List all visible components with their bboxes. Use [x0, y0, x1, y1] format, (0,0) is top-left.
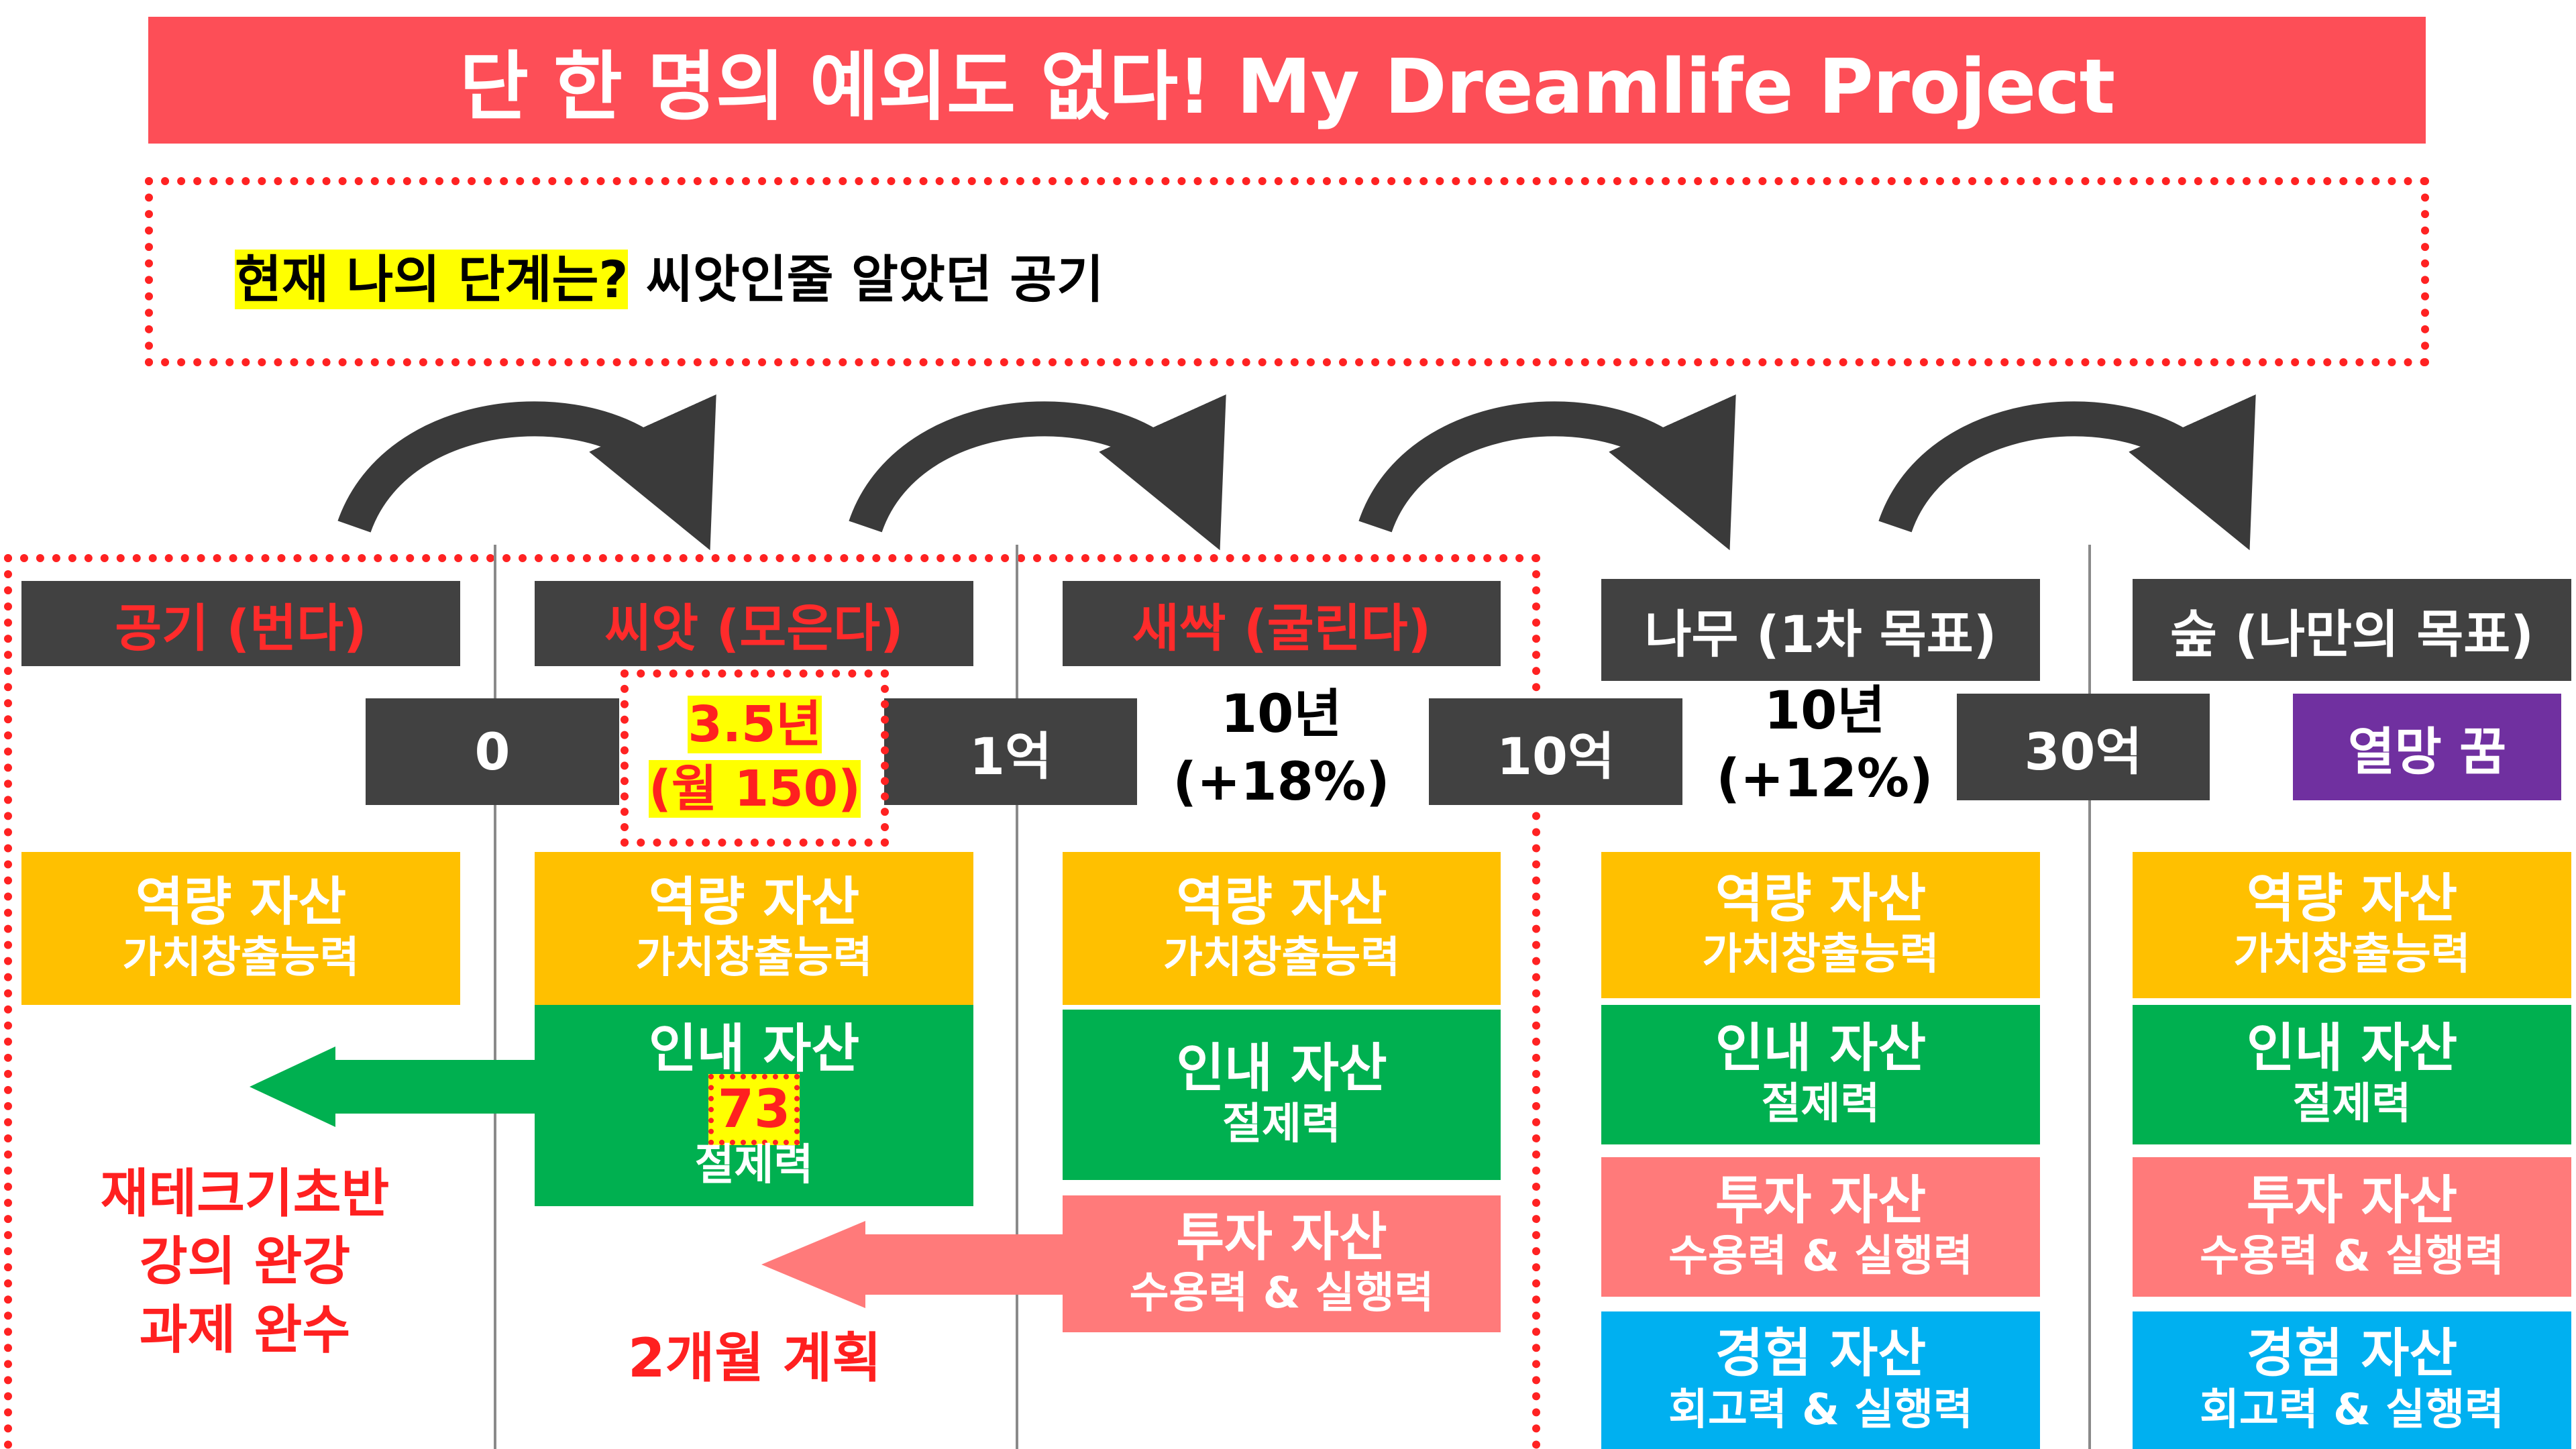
forest-patience-asset: 인내 자산 절제력 [2133, 1005, 2571, 1144]
sprout-period: 10년 (+18%) [1140, 681, 1422, 817]
dream-badge: 열망 꿈 [2293, 694, 2561, 800]
study-note: 재테크기초반 강의 완강 과제 완수 [74, 1161, 416, 1364]
study-note-line-3: 과제 완수 [139, 1299, 351, 1360]
seed-period-monthly: (월 150) [649, 760, 861, 818]
study-note-line-2: 강의 완강 [139, 1232, 351, 1293]
arrow-seed-to-sprout [849, 394, 1226, 551]
milestone-zero: 0 [366, 698, 619, 805]
air-capability-asset: 역량 자산 가치창출능력 [21, 852, 460, 1005]
divider-2 [1016, 545, 1018, 1449]
tree-period: 10년 (+12%) [1684, 678, 1966, 814]
plan-note: 2개월 계획 [628, 1327, 881, 1389]
milestone-100m: 1억 [884, 698, 1137, 805]
sprout-patience-asset: 인내 자산 절제력 [1063, 1010, 1501, 1180]
seed-capability-asset: 역량 자산 가치창출능력 [535, 852, 973, 1005]
page-title: 단 한 명의 예외도 없다! My Dreamlife Project [148, 17, 2426, 144]
stage-sprout: 새싹 (굴린다) [1063, 581, 1501, 666]
divider-1 [494, 545, 496, 1449]
forest-experience-asset: 경험 자산 회고력 & 실행력 [2133, 1311, 2571, 1449]
green-arrow-left [250, 1046, 535, 1127]
sprout-capability-asset: 역량 자산 가치창출능력 [1063, 852, 1501, 1005]
forest-capability-asset: 역량 자산 가치창출능력 [2133, 852, 2571, 998]
tree-period-years: 10년 [1764, 681, 1886, 741]
sprout-period-return: (+18%) [1173, 752, 1390, 813]
milestone-3b: 30억 [1957, 694, 2210, 800]
stage-forest: 숲 (나만의 목표) [2133, 579, 2571, 681]
tree-capability-asset: 역량 자산 가치창출능력 [1601, 852, 2040, 998]
tree-investment-asset: 투자 자산 수용력 & 실행력 [1601, 1157, 2040, 1297]
seed-period-box [621, 669, 889, 847]
arrow-air-to-seed [337, 394, 716, 551]
sprout-investment-asset: 투자 자산 수용력 & 실행력 [1063, 1195, 1501, 1332]
pink-arrow-left [761, 1221, 1063, 1308]
seed-period-text: 3.5년 (월 150) [621, 692, 889, 821]
stage-tree: 나무 (1차 목표) [1601, 579, 2040, 681]
current-stage-box [145, 177, 2429, 366]
current-stage-text: 현재 나의 단계는? 씨앗인줄 알았던 공기 [235, 238, 1104, 312]
study-note-line-1: 재테크기초반 [100, 1164, 390, 1224]
sprout-period-years: 10년 [1220, 684, 1342, 745]
divider-3 [2088, 545, 2091, 1449]
current-stage-answer: 씨앗인줄 알았던 공기 [628, 250, 1104, 309]
stage-air: 공기 (번다) [21, 581, 460, 666]
arrow-sprout-to-tree [1358, 394, 1736, 551]
seed-period-years: 3.5년 [688, 696, 822, 753]
forest-investment-asset: 투자 자산 수용력 & 실행력 [2133, 1157, 2571, 1297]
stage-seed: 씨앗 (모은다) [535, 581, 973, 666]
seed-patience-asset: 인내 자산 73 절제력 [535, 1005, 973, 1206]
tree-period-return: (+12%) [1716, 749, 1933, 810]
tree-experience-asset: 경험 자산 회고력 & 실행력 [1601, 1311, 2040, 1449]
arrow-tree-to-forest [1878, 394, 2256, 551]
patience-score: 73 [708, 1073, 800, 1145]
tree-patience-asset: 인내 자산 절제력 [1601, 1005, 2040, 1144]
current-stage-question: 현재 나의 단계는? [235, 250, 629, 309]
milestone-1b: 10억 [1429, 698, 1682, 805]
current-focus-region [4, 554, 1540, 1449]
